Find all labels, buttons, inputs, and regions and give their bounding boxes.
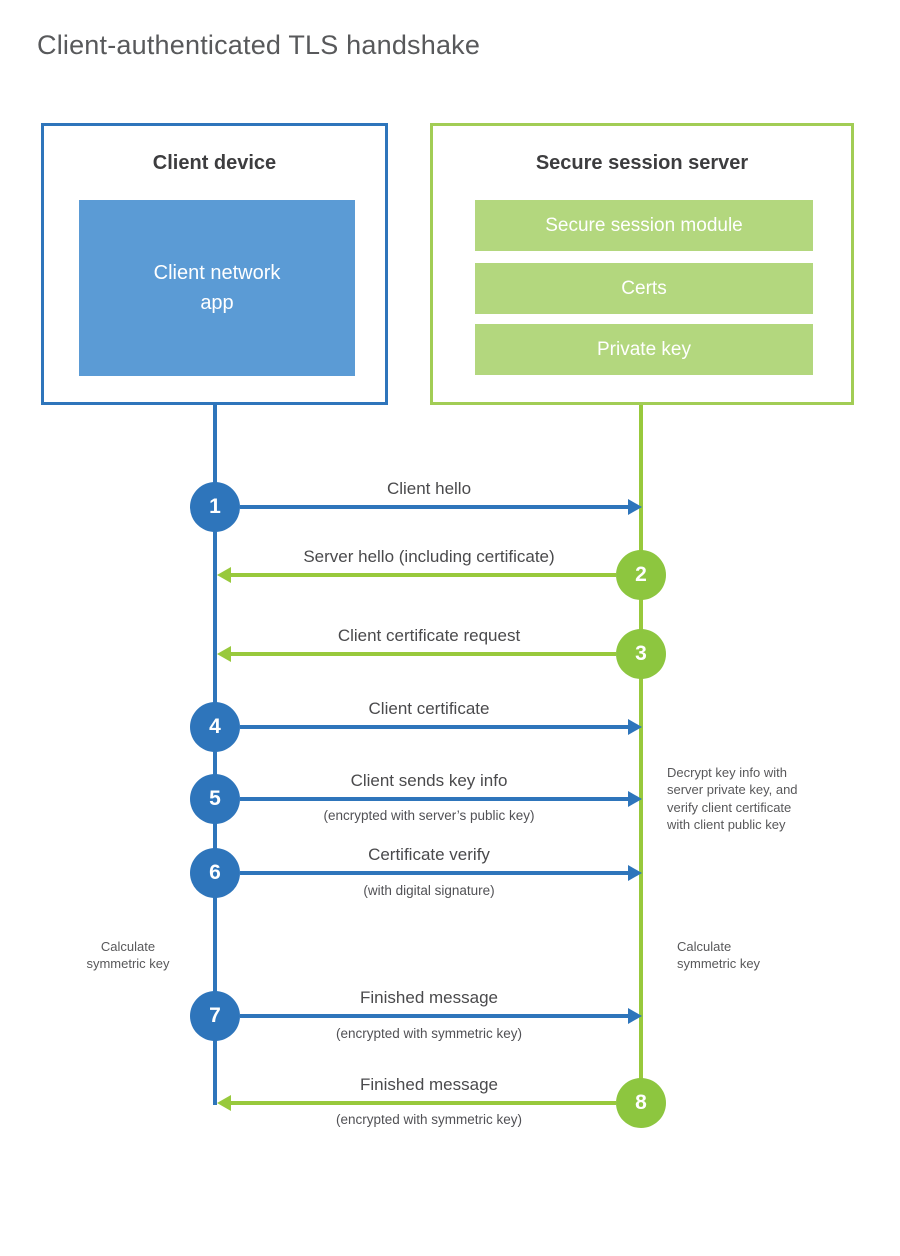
server-lifeline bbox=[639, 405, 643, 1103]
secure-session-server-box: Secure session server Secure session mod… bbox=[430, 123, 854, 405]
step-8-label: Finished message bbox=[360, 1075, 498, 1094]
step-2-label: Server hello (including certificate) bbox=[303, 547, 555, 566]
step-6-badge: 6 bbox=[190, 848, 240, 898]
private-key-bar: Private key bbox=[475, 324, 813, 375]
step-8-badge: 8 bbox=[616, 1078, 666, 1128]
step-5-sublabel: (encrypted with server’s public key) bbox=[323, 808, 535, 823]
step-5-badge: 5 bbox=[190, 774, 240, 824]
decrypt-key-note: Decrypt key info with server private key… bbox=[667, 765, 798, 832]
step-6-arrow-right-icon bbox=[240, 865, 642, 881]
step-7-label: Finished message bbox=[360, 988, 498, 1007]
secure-session-server-title: Secure session server bbox=[535, 152, 749, 174]
step-3-badge: 3 bbox=[616, 629, 666, 679]
certs-bar: Certs bbox=[475, 263, 813, 314]
page-title: Client-authenticated TLS handshake bbox=[37, 30, 481, 60]
step-6-label: Certificate verify bbox=[368, 845, 490, 864]
step-5-arrow-right-icon bbox=[240, 791, 642, 807]
secure-session-module-bar: Secure session module bbox=[475, 200, 813, 251]
client-lifeline bbox=[213, 405, 217, 1105]
calculate-symmetric-key-note-server: Calculate symmetric key bbox=[677, 939, 761, 972]
step-3-arrow-left-icon bbox=[217, 646, 616, 662]
step-4-label: Client certificate bbox=[368, 699, 490, 718]
step-7-badge: 7 bbox=[190, 991, 240, 1041]
step-5-label: Client sends key info bbox=[350, 771, 508, 790]
step-8-arrow-left-icon bbox=[217, 1095, 616, 1111]
step-3-label: Client certificate request bbox=[337, 626, 521, 645]
step-2-arrow-left-icon bbox=[217, 567, 616, 583]
step-1-label: Client hello bbox=[386, 479, 472, 498]
client-network-app-box: Client network app bbox=[79, 200, 355, 376]
step-2-badge: 2 bbox=[616, 550, 666, 600]
step-7-arrow-right-icon bbox=[240, 1008, 642, 1024]
step-8-sublabel: (encrypted with symmetric key) bbox=[335, 1112, 523, 1127]
step-7-sublabel: (encrypted with symmetric key) bbox=[335, 1026, 523, 1041]
step-4-badge: 4 bbox=[190, 702, 240, 752]
client-device-title: Client device bbox=[152, 152, 277, 174]
step-1-badge: 1 bbox=[190, 482, 240, 532]
calculate-symmetric-key-note-client: Calculate symmetric key bbox=[86, 939, 170, 972]
client-device-box: Client device Client network app bbox=[41, 123, 388, 405]
step-1-arrow-right-icon bbox=[240, 499, 642, 515]
step-4-arrow-right-icon bbox=[240, 719, 642, 735]
step-6-sublabel: (with digital signature) bbox=[363, 883, 495, 898]
